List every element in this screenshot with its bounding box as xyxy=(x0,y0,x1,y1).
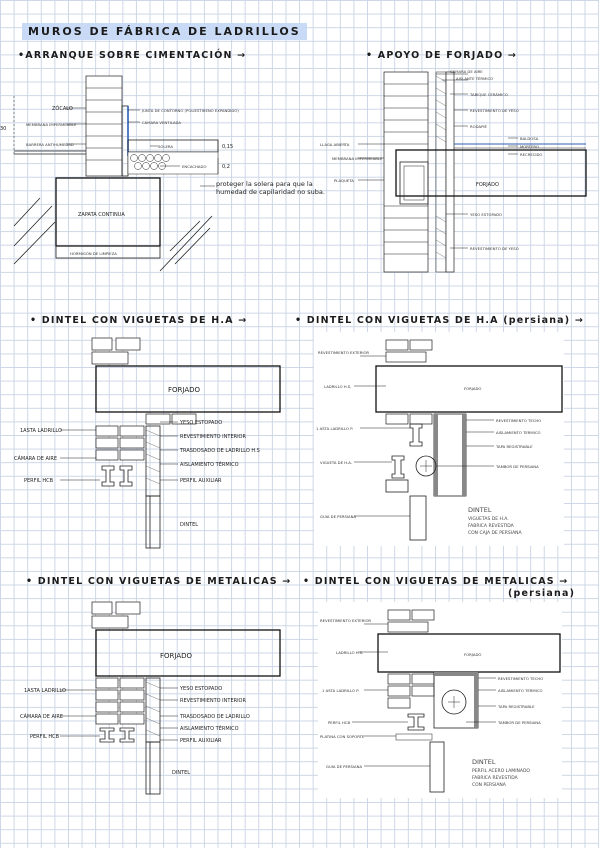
label-aislamiento: AISLAMIENTO TÉRMICO xyxy=(180,724,239,732)
figure-dintel-ha-persiana: REVESTIMIENTO EXTERIOR LADRILLO H.S. FOR… xyxy=(314,332,564,546)
dimension-30: 30 xyxy=(0,126,6,132)
label-yeso-estopado: YESO ESTOPADO xyxy=(470,212,502,217)
label-membrana-apoyo: MEMBRANA IMPERMEABLE xyxy=(332,156,383,161)
label-aislamiento: AISLAMIENTO TERMICO xyxy=(496,430,540,435)
label-asta: 1 ASTA LADRILLO P. xyxy=(322,688,359,693)
caption-line-1: VIGUETAS DE H.A. xyxy=(468,516,509,522)
figure-dintel-met-persiana: REVESTIMIENTO EXTERIOR LADRILLO H.S. FOR… xyxy=(318,602,562,798)
label-revestimiento-exterior: REVESTIMIENTO EXTERIOR xyxy=(318,350,369,355)
label-asta-ladrillo: 1ASTA LADRILLO xyxy=(24,688,66,694)
label-tabique: TABIQUE CERÁMICO xyxy=(469,92,508,97)
label-aislamiento: AISLAMIENTO TÉRMICO xyxy=(180,460,239,468)
label-camara-aire: CÁMARA DE AIRE xyxy=(20,713,63,720)
label-camara: CÁMARA VENTILADA xyxy=(142,120,181,125)
label-perfil-hcb: PERFIL HCB xyxy=(30,734,60,740)
label-tapa: TAPA REGISTRABLE xyxy=(497,704,535,709)
caption-title: DINTEL xyxy=(472,758,496,766)
encachado-gravel xyxy=(127,151,219,175)
forjado-slab xyxy=(395,149,587,197)
label-zocalo: ZÓCALO xyxy=(52,105,73,112)
label-llaga: LLAGA ABIERTA xyxy=(320,142,350,147)
label-yeso-estopado: YESO ESTOPADO xyxy=(179,686,222,692)
label-rodapie: RODAPIÉ xyxy=(470,124,487,129)
label-revestimiento-techo: REVESTIMIENTO TECHO xyxy=(498,676,543,681)
label-asta: 1 ASTA LADRILLO P. xyxy=(316,426,353,431)
label-guia: GUIA DE PERSIANA xyxy=(320,514,356,519)
label-revestimiento-yeso: REVESTIMIENTO DE YESO xyxy=(470,108,519,113)
label-tapa: TAPA REGISTRABLE xyxy=(495,444,533,449)
note-arranque: proteger la solera para que la humedad d… xyxy=(216,180,325,196)
label-forjado: FORJADO xyxy=(464,386,481,391)
dimension-015: 0,15 xyxy=(222,144,233,150)
brick-wall xyxy=(85,75,129,177)
label-forjado-apoyo: FORJADO xyxy=(476,182,499,188)
label-yeso-estopado: YESO ESTOPADO xyxy=(179,420,222,426)
label-mortero: MORTERO xyxy=(520,144,539,149)
figure-apoyo: CÁMARA DE AIRE AISLANTE TÉRMICO TABIQUE … xyxy=(318,66,588,276)
label-tambor: TAMBOR DE PERSIANA xyxy=(497,720,541,725)
section-heading-apoyo: • APOYO DE FORJADO → xyxy=(366,50,518,61)
label-ladrillo-hs: LADRILLO H.S. xyxy=(324,384,351,389)
label-plaqueta: PLAQUETA xyxy=(334,178,354,183)
label-camara-aire: CÁMARA DE AIRE xyxy=(14,455,57,462)
section-heading-arranque: •ARRANQUE SOBRE CIMENTACIÓN → xyxy=(18,50,247,61)
label-membrana: MEMBRANA IMPERMEABLE xyxy=(26,122,77,127)
label-zapata: ZAPATA CONTINUA xyxy=(78,212,125,218)
label-camara-aire: CÁMARA DE AIRE xyxy=(450,69,483,74)
label-hormigon: HORMIGÓN DE LIMPIEZA xyxy=(70,251,117,256)
label-guia: GUIA DE PERSIANA xyxy=(326,764,362,769)
label-revestimiento-interior: REVESTIMIENTO INTERIOR xyxy=(180,434,246,440)
label-vigueta: VIGUETA DE H.A. xyxy=(320,460,352,465)
label-forjado: FORJADO xyxy=(160,652,193,660)
label-barrera: BARRERA ANTIHUMEDAD xyxy=(26,142,74,147)
label-ladrillo-hs: LADRILLO H.S. xyxy=(336,650,363,655)
caption-title: DINTEL xyxy=(468,506,492,514)
label-aislamiento: AISLAMIENTO TERMICO xyxy=(498,688,542,693)
section-heading-dintel-met-persiana-2: (persiana) xyxy=(508,588,576,599)
label-perfil-hcb: PERFIL HCB xyxy=(328,720,350,725)
label-recrecido: RECRECIDO xyxy=(520,152,542,157)
figure-dintel-met: FORJADO 1ASTA LADRILLO CÁMARA DE AIRE PE… xyxy=(0,596,300,796)
label-platina: PLATINA CON SOPORTE xyxy=(320,734,365,739)
figure-dintel-ha: FORJADO 1ASTA LADRILLO CÁMARA DE AIRE PE… xyxy=(0,330,300,550)
section-heading-dintel-met-persiana: • DINTEL CON VIGUETAS DE METALICAS → xyxy=(303,576,569,587)
label-revestimiento-exterior: REVESTIMIENTO EXTERIOR xyxy=(320,618,371,623)
label-tambor: TAMBOR DE PERSIANA xyxy=(495,464,539,469)
label-dintel: DINTEL xyxy=(172,770,190,776)
label-perfil-auxiliar: PERFIL AUXILIAR xyxy=(180,478,222,484)
caption-line-3: CON PERSIANA xyxy=(472,782,507,788)
label-trasdosado: TRASDOSADO DE LADRILLO xyxy=(179,714,250,720)
section-heading-dintel-ha: • DINTEL CON VIGUETAS DE H.A → xyxy=(30,315,248,326)
dimension-02: 0,2 xyxy=(222,164,230,170)
label-perfil-hcb: PERFIL HCB xyxy=(24,478,54,484)
label-revestimiento-techo: REVESTIMIENTO TECHO xyxy=(496,418,541,423)
label-asta-ladrillo: 1ASTA LADRILLO xyxy=(20,428,62,434)
section-heading-dintel-ha-persiana: • DINTEL CON VIGUETAS DE H.A (persiana) … xyxy=(295,315,584,326)
section-heading-dintel-met: • DINTEL CON VIGUETAS DE METALICAS → xyxy=(26,576,292,587)
page-title: MUROS DE FÁBRICA DE LADRILLOS xyxy=(22,23,307,40)
label-aislante: AISLANTE TÉRMICO xyxy=(456,76,493,81)
label-junta: JUNTA DE CONTORNO (POLIESTIRENO EXPANDID… xyxy=(141,108,239,113)
label-encachado: ENCACHADO xyxy=(182,164,206,169)
figure-arranque: ZÓCALO MEMBRANA IMPERMEABLE BARRERA ANTI… xyxy=(0,66,340,276)
label-revestimiento-yeso-2: REVESTIMIENTO DE YESO xyxy=(470,246,519,251)
label-trasdosado: TRASDOSADO DE LADRILLO H.S xyxy=(179,448,260,454)
label-revestimiento-interior: REVESTIMIENTO INTERIOR xyxy=(180,698,246,704)
label-solera: SOLERA xyxy=(158,144,173,149)
caption-line-3: CON CAJA DE PERSIANA xyxy=(468,530,523,536)
label-forjado: FORJADO xyxy=(168,386,201,394)
caption-line-2: FABRICA REVESTIDA xyxy=(468,523,515,529)
label-forjado: FORJADO xyxy=(464,652,481,657)
label-perfil-auxiliar: PERFIL AUXILIAR xyxy=(180,738,222,744)
caption-line-2: FABRICA REVESTIDA xyxy=(472,775,519,781)
label-baldosa: BALDOSA xyxy=(520,136,539,141)
label-dintel: DINTEL xyxy=(180,522,198,528)
caption-line-1: PERFIL ACERO LAMINADO xyxy=(472,768,530,774)
